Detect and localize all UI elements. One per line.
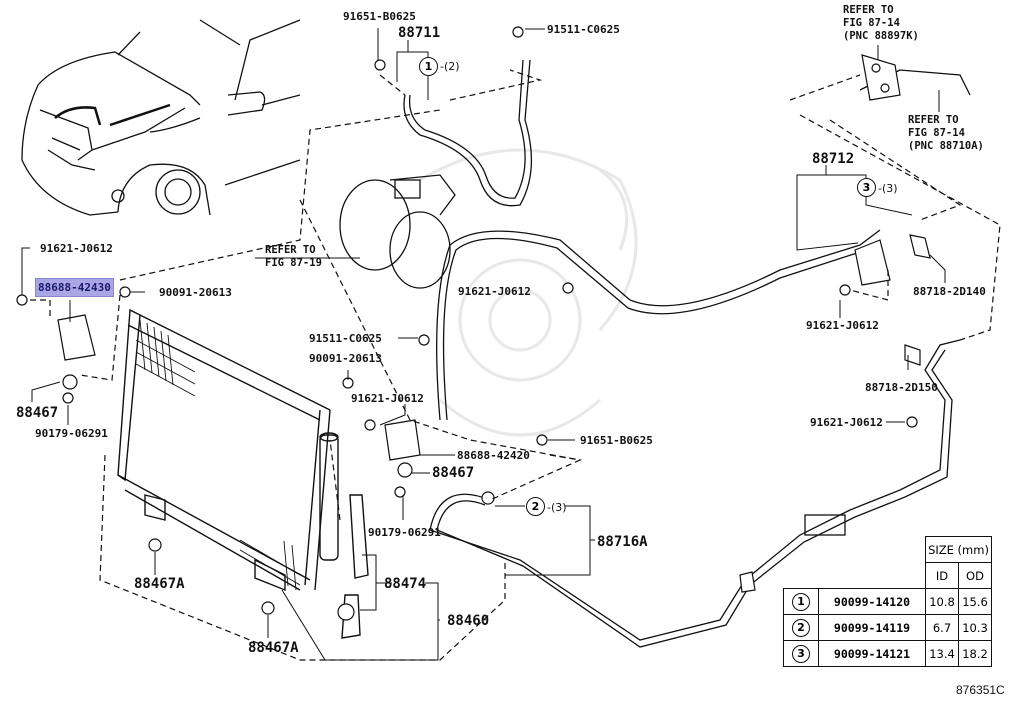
oring-od: 18.2 [958, 640, 992, 667]
oring-id: 6.7 [925, 614, 959, 641]
condenser-88460-drawing [117, 308, 369, 639]
oring-callout-3: 3 [857, 178, 876, 197]
part-label-88712[interactable]: 88712 [812, 151, 855, 167]
table-row: 2 90099-14119 6.7 10.3 [783, 614, 992, 641]
oring-ref-3: 3 [792, 644, 810, 663]
refer-note-fig-87-14-88897k: REFER TO FIG 87-14 (PNC 88897K) [843, 4, 919, 43]
oring-1-quantity: -(2) [440, 60, 460, 73]
figure-id: 876351C [956, 683, 1005, 697]
table-row: 3 90099-14121 13.4 18.2 [783, 640, 992, 667]
oring-od: 10.3 [958, 614, 992, 641]
part-label-91511-c0625-mid[interactable]: 91511-C0625 [309, 332, 382, 345]
leader-lines [21, 28, 946, 661]
part-label-88711[interactable]: 88711 [398, 25, 441, 41]
compressor-drawing [339, 174, 456, 289]
oring-size-table: SIZE (mm) ID OD 1 90099-14120 10.8 15.6 … [783, 536, 992, 667]
refer-note-fig-87-19: REFER TO FIG 87-19 [265, 244, 322, 270]
oring-3-quantity: -(3) [878, 182, 898, 195]
oring-id: 10.8 [925, 588, 959, 615]
fitting-parts [57, 54, 931, 621]
part-label-90179-06291-mid[interactable]: 90179-06291 [368, 526, 441, 539]
oring-ref-1: 1 [792, 592, 810, 611]
refrigerant-pipes [403, 59, 971, 648]
part-label-88716a[interactable]: 88716A [597, 534, 648, 550]
part-label-88688-42430-selected[interactable]: 88688-42430 [35, 278, 114, 297]
oring-callout-2: 2 [526, 497, 545, 516]
part-label-88467-left[interactable]: 88467 [16, 405, 59, 421]
bolt-icons [16, 26, 918, 446]
oring-callout-1: 1 [419, 57, 438, 76]
part-label-90091-20613-left[interactable]: 90091-20613 [159, 286, 232, 299]
part-label-88460[interactable]: 88460 [447, 613, 490, 629]
part-label-88688-42420[interactable]: 88688-42420 [457, 449, 530, 462]
oring-ref-2: 2 [792, 618, 810, 637]
oring-part-number[interactable]: 90099-14121 [818, 640, 926, 667]
oring-part-number[interactable]: 90099-14120 [818, 588, 926, 615]
size-table-col-id: ID [925, 562, 959, 589]
part-label-91621-j0612-left[interactable]: 91621-J0612 [40, 242, 113, 255]
part-label-91621-j0612-right-2[interactable]: 91621-J0612 [810, 416, 883, 429]
part-label-90091-20613-mid[interactable]: 90091-20613 [309, 352, 382, 365]
part-label-91511-c0625[interactable]: 91511-C0625 [547, 23, 620, 36]
size-table-header: SIZE (mm) [925, 536, 992, 563]
oring-od: 15.6 [958, 588, 992, 615]
oring-id: 13.4 [925, 640, 959, 667]
part-label-90179-06291-left[interactable]: 90179-06291 [35, 427, 108, 440]
part-label-88718-2d150[interactable]: 88718-2D150 [865, 381, 938, 394]
oring-2-quantity: -(3) [547, 501, 567, 514]
table-row: 1 90099-14120 10.8 15.6 [783, 588, 992, 615]
part-label-88467a-1[interactable]: 88467A [134, 576, 185, 592]
vehicle-location-icon [21, 19, 301, 216]
part-label-91621-j0612-right-1[interactable]: 91621-J0612 [806, 319, 879, 332]
part-label-88718-2d140[interactable]: 88718-2D140 [913, 285, 986, 298]
size-table-col-od: OD [958, 562, 992, 589]
part-label-91651-b0625-mid[interactable]: 91651-B0625 [580, 434, 653, 447]
part-label-91621-j0612-mid-2[interactable]: 91621-J0612 [351, 392, 424, 405]
part-label-88467a-2[interactable]: 88467A [248, 640, 299, 656]
part-label-91651-b0625[interactable]: 91651-B0625 [343, 10, 416, 23]
refer-note-fig-87-14-88710a: REFER TO FIG 87-14 (PNC 88710A) [908, 114, 984, 153]
part-label-88467-mid[interactable]: 88467 [432, 465, 475, 481]
oring-part-number[interactable]: 90099-14119 [818, 614, 926, 641]
watermark-logo [419, 148, 638, 437]
part-label-88474[interactable]: 88474 [384, 576, 427, 592]
part-label-91621-j0612-mid-1[interactable]: 91621-J0612 [458, 285, 531, 298]
